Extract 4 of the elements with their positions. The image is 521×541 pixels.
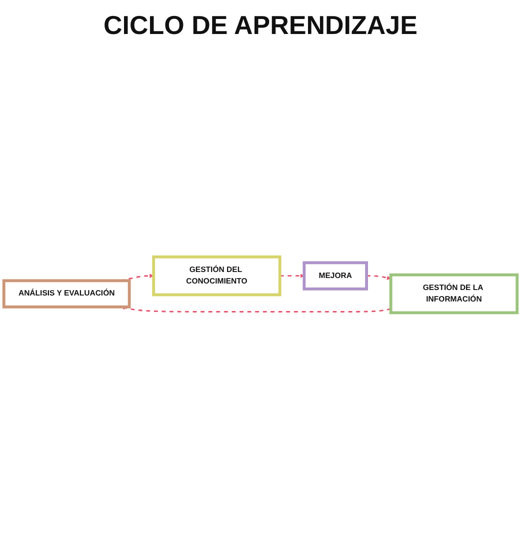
- arrow: [280, 274, 304, 278]
- arrow: [121, 306, 391, 313]
- arrow: [366, 275, 392, 280]
- diagram-title: CICLO DE APRENDIZAJE: [102, 10, 418, 41]
